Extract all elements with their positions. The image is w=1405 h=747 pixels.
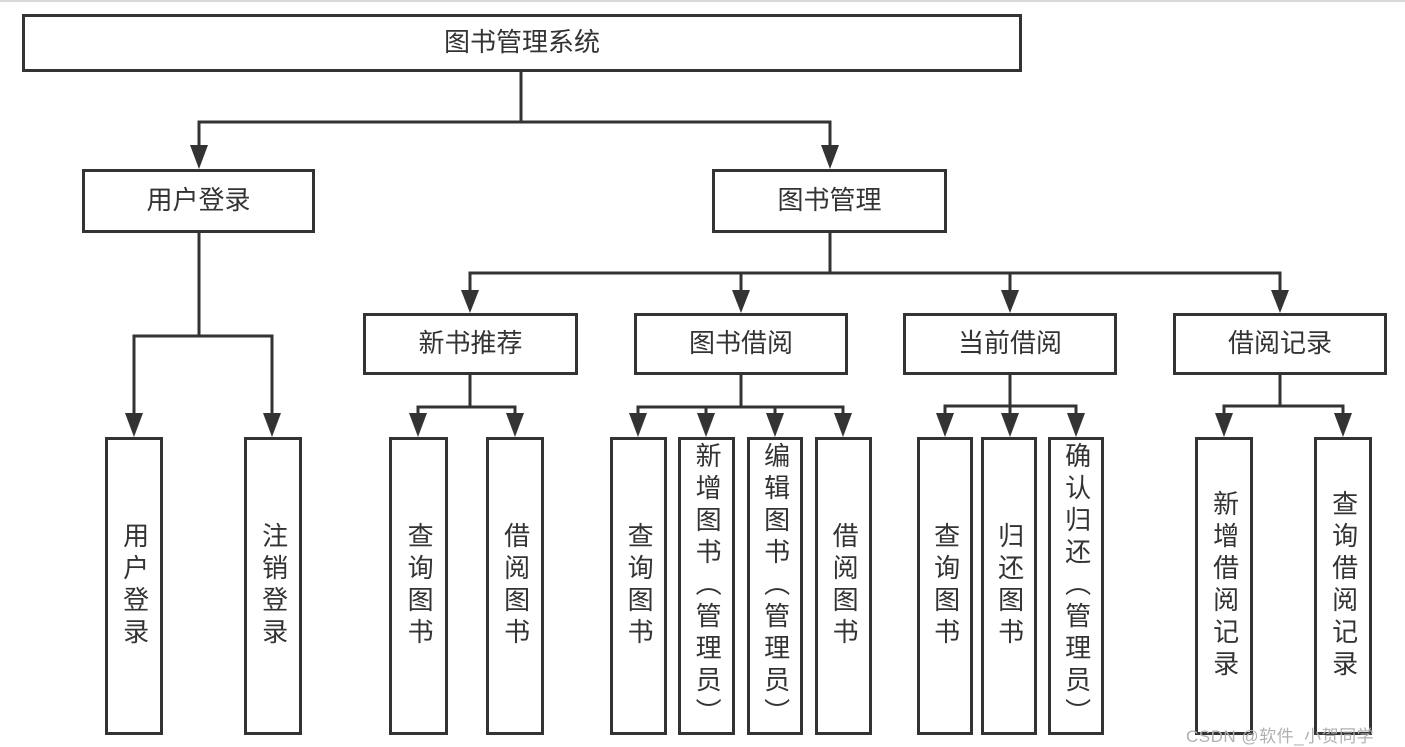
node-label: 编辑图书（管理员） — [760, 442, 791, 730]
node-label: 借阅图书 — [829, 522, 860, 650]
node-label: 注销登录 — [258, 522, 289, 650]
node-label: 新书推荐 — [418, 328, 523, 359]
csdn-watermark: CSDN @软件_小贺同学 — [1186, 727, 1375, 746]
node-label: 图书借阅 — [688, 328, 793, 359]
node-label: 归还图书 — [994, 522, 1025, 650]
leaf-logout: 注销登录 — [244, 437, 302, 735]
node-book-management: 图书管理 — [712, 169, 947, 233]
leaf-query-books-recommend: 查询图书 — [389, 437, 448, 735]
leaf-user-login: 用户登录 — [105, 437, 163, 735]
node-label: 新增图书（管理员） — [692, 442, 723, 730]
leaf-return-book: 归还图书 — [981, 437, 1037, 735]
node-label: 借阅图书 — [500, 522, 531, 650]
leaf-edit-book-admin: 编辑图书（管理员） — [747, 437, 803, 735]
leaf-add-book-admin: 新增图书（管理员） — [678, 437, 735, 735]
node-current-borrowing: 当前借阅 — [903, 313, 1117, 375]
node-label: 当前借阅 — [957, 328, 1062, 359]
node-root-system: 图书管理系统 — [22, 14, 1022, 72]
node-label: 图书管理 — [777, 185, 882, 216]
leaf-query-books-current: 查询图书 — [917, 437, 973, 735]
leaf-confirm-return-admin: 确认归还（管理员） — [1048, 437, 1104, 735]
leaf-add-borrow-record: 新增借阅记录 — [1195, 437, 1253, 735]
page-top-divider — [0, 0, 1405, 2]
node-label: 用户登录 — [146, 185, 251, 216]
leaf-query-borrow-record: 查询借阅记录 — [1314, 437, 1372, 735]
leaf-query-books-borrowing: 查询图书 — [610, 437, 667, 735]
node-label: 图书管理系统 — [443, 27, 600, 58]
node-user-login: 用户登录 — [82, 169, 315, 233]
node-label: 用户登录 — [119, 522, 150, 650]
node-label: 查询图书 — [624, 522, 655, 650]
node-label: 查询图书 — [930, 522, 961, 650]
node-label: 新增借阅记录 — [1209, 490, 1240, 682]
leaf-borrow-books-borrowing: 借阅图书 — [815, 437, 872, 735]
node-borrowing-records: 借阅记录 — [1173, 313, 1387, 375]
node-label: 查询图书 — [404, 522, 435, 650]
node-label: 借阅记录 — [1227, 328, 1332, 359]
node-new-book-recommend: 新书推荐 — [363, 313, 578, 375]
node-label: 查询借阅记录 — [1328, 490, 1359, 682]
leaf-borrow-books-recommend: 借阅图书 — [486, 437, 544, 735]
node-label: 确认归还（管理员） — [1061, 442, 1092, 730]
node-book-borrowing: 图书借阅 — [634, 313, 848, 375]
